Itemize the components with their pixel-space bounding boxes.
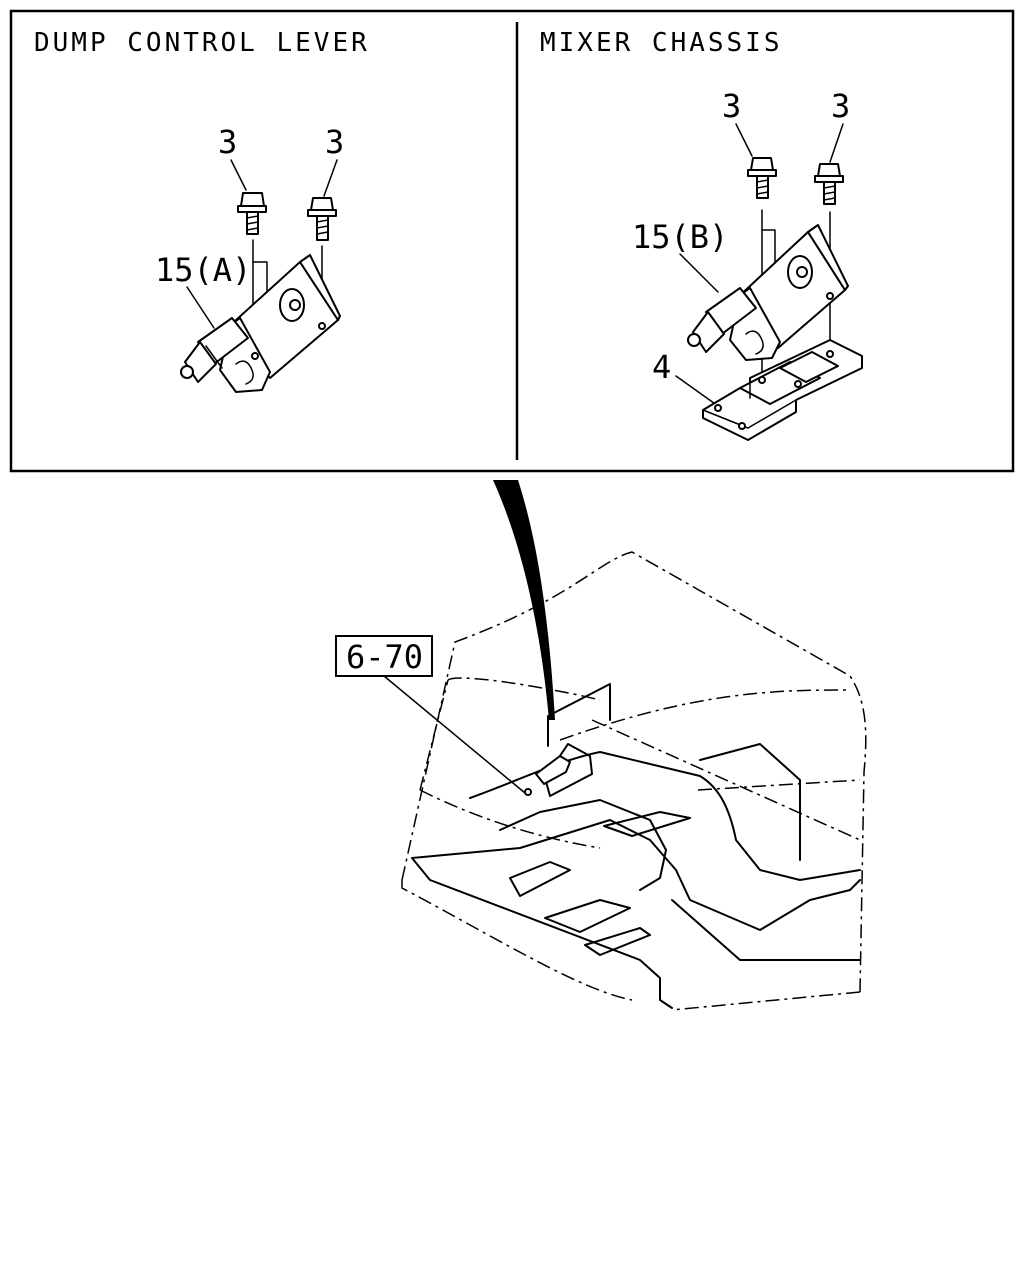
- left-bolt-1: [237, 192, 267, 235]
- reference-label: 6-70: [346, 638, 423, 676]
- left-bolt-2: [307, 197, 337, 241]
- location-pointer: [493, 480, 555, 720]
- lever-assembly-b: [687, 224, 849, 361]
- bracket-4: [702, 339, 863, 441]
- left-lever-label: 15(A): [155, 251, 251, 289]
- right-bolt-1: [747, 157, 777, 199]
- left-panel: DUMP CONTROL LEVER 3 3 15(A): [34, 28, 370, 393]
- right-bolt-2: [814, 163, 844, 205]
- right-panel: MIXER CHASSIS 3 3 15(B) 4: [540, 28, 863, 441]
- right-bolt-label-1: 3: [722, 87, 741, 125]
- right-bracket-label: 4: [652, 348, 671, 386]
- left-bolt-label-2: 3: [325, 123, 344, 161]
- right-leader-lines: [675, 123, 844, 407]
- right-panel-heading: MIXER CHASSIS: [540, 28, 783, 58]
- right-lever-label: 15(B): [632, 218, 728, 256]
- reference-box: 6-70: [335, 635, 526, 794]
- left-panel-heading: DUMP CONTROL LEVER: [34, 28, 370, 58]
- cab-overview: [401, 551, 867, 1011]
- lever-assembly-a: [180, 254, 341, 393]
- right-bolt-label-2: 3: [831, 87, 850, 125]
- detail-frame: [9, 9, 1015, 473]
- left-leader-lines: [186, 159, 338, 329]
- left-bolt-label-1: 3: [218, 123, 237, 161]
